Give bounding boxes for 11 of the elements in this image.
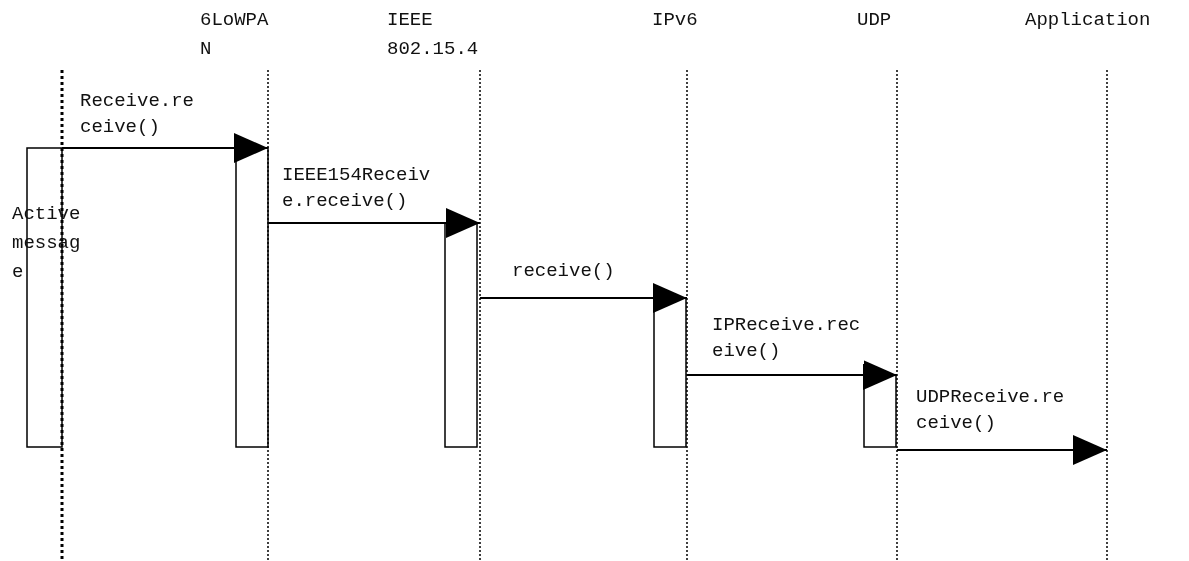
message-arrow: [61, 133, 269, 163]
message-arrow: [479, 283, 688, 313]
participant-label: IPv6: [652, 8, 699, 33]
participant-label: IEEE 802.15.4: [387, 8, 480, 62]
participant-lifeline: [11, 70, 81, 561]
message-arrow: [686, 360, 898, 390]
message-arrow: [896, 435, 1108, 465]
participant-label: Application: [1025, 8, 1152, 33]
participant-label: UDP: [857, 8, 893, 33]
message-arrow: [267, 208, 481, 238]
participant-label: 6LoWPAN: [200, 8, 270, 62]
